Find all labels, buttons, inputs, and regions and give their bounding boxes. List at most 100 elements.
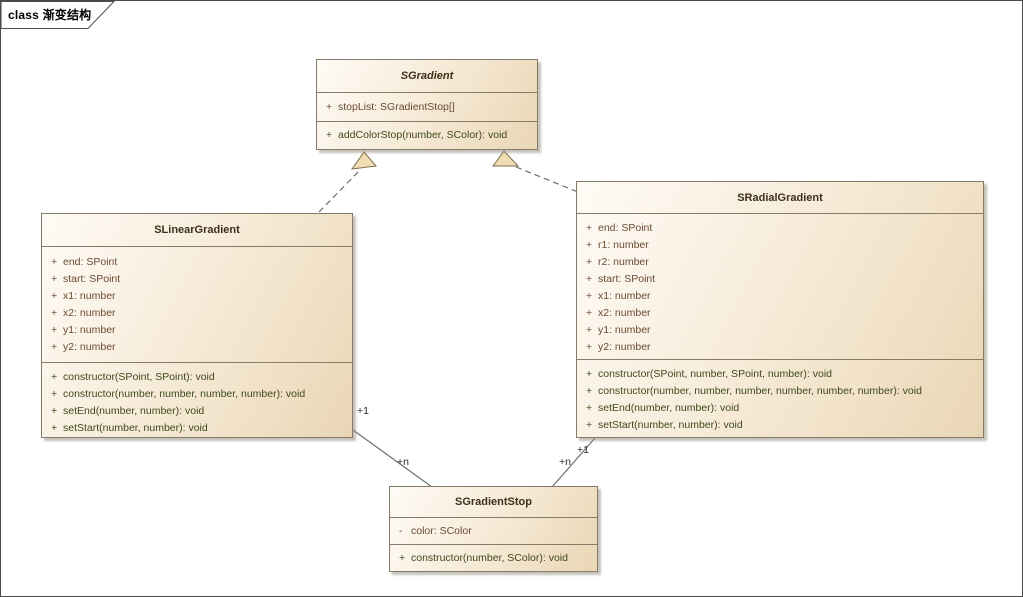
- multiplicity-linear-source: +1: [357, 405, 369, 417]
- attribute-row: + r1: number: [577, 237, 983, 254]
- visibility: +: [51, 388, 58, 400]
- attribute-text: y2: number: [598, 341, 651, 353]
- visibility: +: [51, 273, 58, 285]
- generalization-arrowhead-right: [492, 150, 520, 167]
- attribute-row: + y1: number: [42, 322, 352, 339]
- attribute-row: + y2: number: [577, 339, 983, 356]
- attribute-row: + r2: number: [577, 254, 983, 271]
- generalization-linear-to-gradient[interactable]: [318, 168, 362, 213]
- attribute-text: start: SPoint: [63, 273, 121, 285]
- attribute-text: x2: number: [63, 307, 116, 319]
- attributes-compartment: + stopList: SGradientStop[]: [317, 92, 537, 121]
- attribute-row: -color: SColor: [390, 523, 597, 540]
- method-row: + addColorStop(number, SColor): void: [317, 127, 537, 144]
- method-text: constructor(number, number, number, numb…: [598, 385, 922, 397]
- method-row: + constructor(number, number, number, num…: [577, 383, 983, 400]
- visibility: +: [586, 222, 593, 234]
- visibility: -: [399, 525, 403, 537]
- attribute-text: r1: number: [598, 239, 649, 251]
- attribute-text: x2: number: [598, 307, 651, 319]
- method-text: setStart(number, number): void: [598, 419, 743, 431]
- visibility: +: [51, 405, 58, 417]
- method-text: setStart(number, number): void: [63, 422, 208, 434]
- attribute-row: + x2: number: [42, 305, 352, 322]
- attribute-row: + end: SPoint: [577, 220, 983, 237]
- generalization-radial-to-gradient[interactable]: [515, 166, 579, 193]
- visibility: +: [586, 385, 593, 397]
- method-row: + constructor(SPoint, number, SPoint, num…: [577, 366, 983, 383]
- multiplicity-linear-target: +n: [397, 456, 409, 468]
- class-box-sgradient[interactable]: SGradient + stopList: SGradientStop[] + ad…: [316, 59, 538, 150]
- generalization-arrowhead-left: [350, 151, 377, 170]
- visibility: +: [586, 341, 593, 353]
- method-row: + constructor(number, number, number, num…: [42, 386, 352, 403]
- class-name: SLinearGradient: [154, 224, 240, 236]
- class-name: SGradient: [400, 70, 454, 82]
- methods-compartment: + addColorStop(number, SColor): void: [317, 121, 537, 149]
- multiplicity-radial-target: +n: [559, 456, 571, 468]
- class-name: SGradientStop: [454, 496, 532, 508]
- attribute-text: start: SPoint: [598, 273, 656, 285]
- attributes-compartment: +end: SPoint +start: SPoint +x1: number …: [42, 246, 352, 362]
- visibility: +: [51, 341, 58, 353]
- method-text: addColorStop(number, SColor): void: [338, 129, 508, 141]
- visibility: +: [399, 552, 406, 564]
- attribute-text: y1: number: [598, 324, 651, 336]
- attribute-row: +x1: number: [42, 288, 352, 305]
- attribute-row: + start: SPoint: [42, 271, 352, 288]
- methods-compartment: +constructor(number, SColor): void: [390, 544, 597, 571]
- attribute-text: end: SPoint: [598, 222, 653, 234]
- attribute-text: x1: number: [598, 290, 651, 302]
- visibility: +: [51, 371, 58, 383]
- frame-label: class 渐变结构: [8, 8, 92, 22]
- attribute-text: y1: number: [63, 324, 116, 336]
- attribute-text: end: SPoint: [63, 256, 118, 268]
- association-radial-to-stop[interactable]: [551, 437, 596, 488]
- class-box-slineargradient[interactable]: SLinearGradient +end: SPoint +start: SPo…: [41, 213, 353, 438]
- frame-tab: [1, 1, 116, 29]
- method-row: +setEnd(number, number): void: [577, 400, 983, 417]
- method-row: + setEnd(number, number): void: [42, 403, 352, 420]
- class-box-sradialgradient[interactable]: SRadialGradient + end: SPoint + r1: number…: [576, 181, 984, 438]
- attribute-text: color: SColor: [411, 525, 472, 537]
- visibility: +: [586, 419, 593, 431]
- visibility: +: [51, 324, 58, 336]
- methods-compartment: + constructor(SPoint, SPoint): void + cons…: [42, 362, 352, 437]
- visibility: +: [586, 290, 593, 302]
- method-text: setEnd(number, number): void: [598, 402, 740, 414]
- method-text: constructor(SPoint, number, SPoint, numb…: [598, 368, 833, 380]
- attribute-text: y2: number: [63, 341, 116, 353]
- attribute-row: + x1: number: [577, 288, 983, 305]
- multiplicity-radial-source: +1: [577, 444, 589, 456]
- method-row: +constructor(number, SColor): void: [390, 550, 597, 567]
- attribute-row: + start: SPoint: [577, 271, 983, 288]
- visibility: +: [326, 101, 333, 113]
- attribute-text: r2: number: [598, 256, 649, 268]
- method-text: setEnd(number, number): void: [63, 405, 205, 417]
- attribute-row: + y2: number: [42, 339, 352, 356]
- visibility: +: [586, 368, 593, 380]
- attribute-text: x1: number: [63, 290, 116, 302]
- attributes-compartment: + end: SPoint + r1: number + r2: number + st…: [577, 213, 983, 359]
- method-row: + constructor(SPoint, SPoint): void: [42, 369, 352, 386]
- visibility: +: [586, 273, 593, 285]
- method-text: constructor(SPoint, SPoint): void: [63, 371, 215, 383]
- visibility: +: [51, 307, 58, 319]
- method-row: + setStart(number, number): void: [577, 417, 983, 434]
- visibility: +: [586, 324, 593, 336]
- methods-compartment: + constructor(SPoint, number, SPoint, num…: [577, 359, 983, 437]
- attribute-row: +x2: number: [577, 305, 983, 322]
- visibility: +: [586, 239, 593, 251]
- attribute-row: +end: SPoint: [42, 254, 352, 271]
- association-linear-to-stop[interactable]: [352, 429, 433, 488]
- method-text: constructor(number, number, number, numb…: [63, 388, 306, 400]
- attribute-text: stopList: SGradientStop[]: [338, 101, 455, 113]
- visibility: +: [326, 129, 333, 141]
- attribute-row: + y1: number: [577, 322, 983, 339]
- class-box-sgradientstop[interactable]: SGradientStop -color: SColor +constructo…: [389, 486, 598, 572]
- visibility: +: [586, 256, 593, 268]
- visibility: +: [51, 422, 58, 434]
- class-name: SRadialGradient: [737, 191, 823, 204]
